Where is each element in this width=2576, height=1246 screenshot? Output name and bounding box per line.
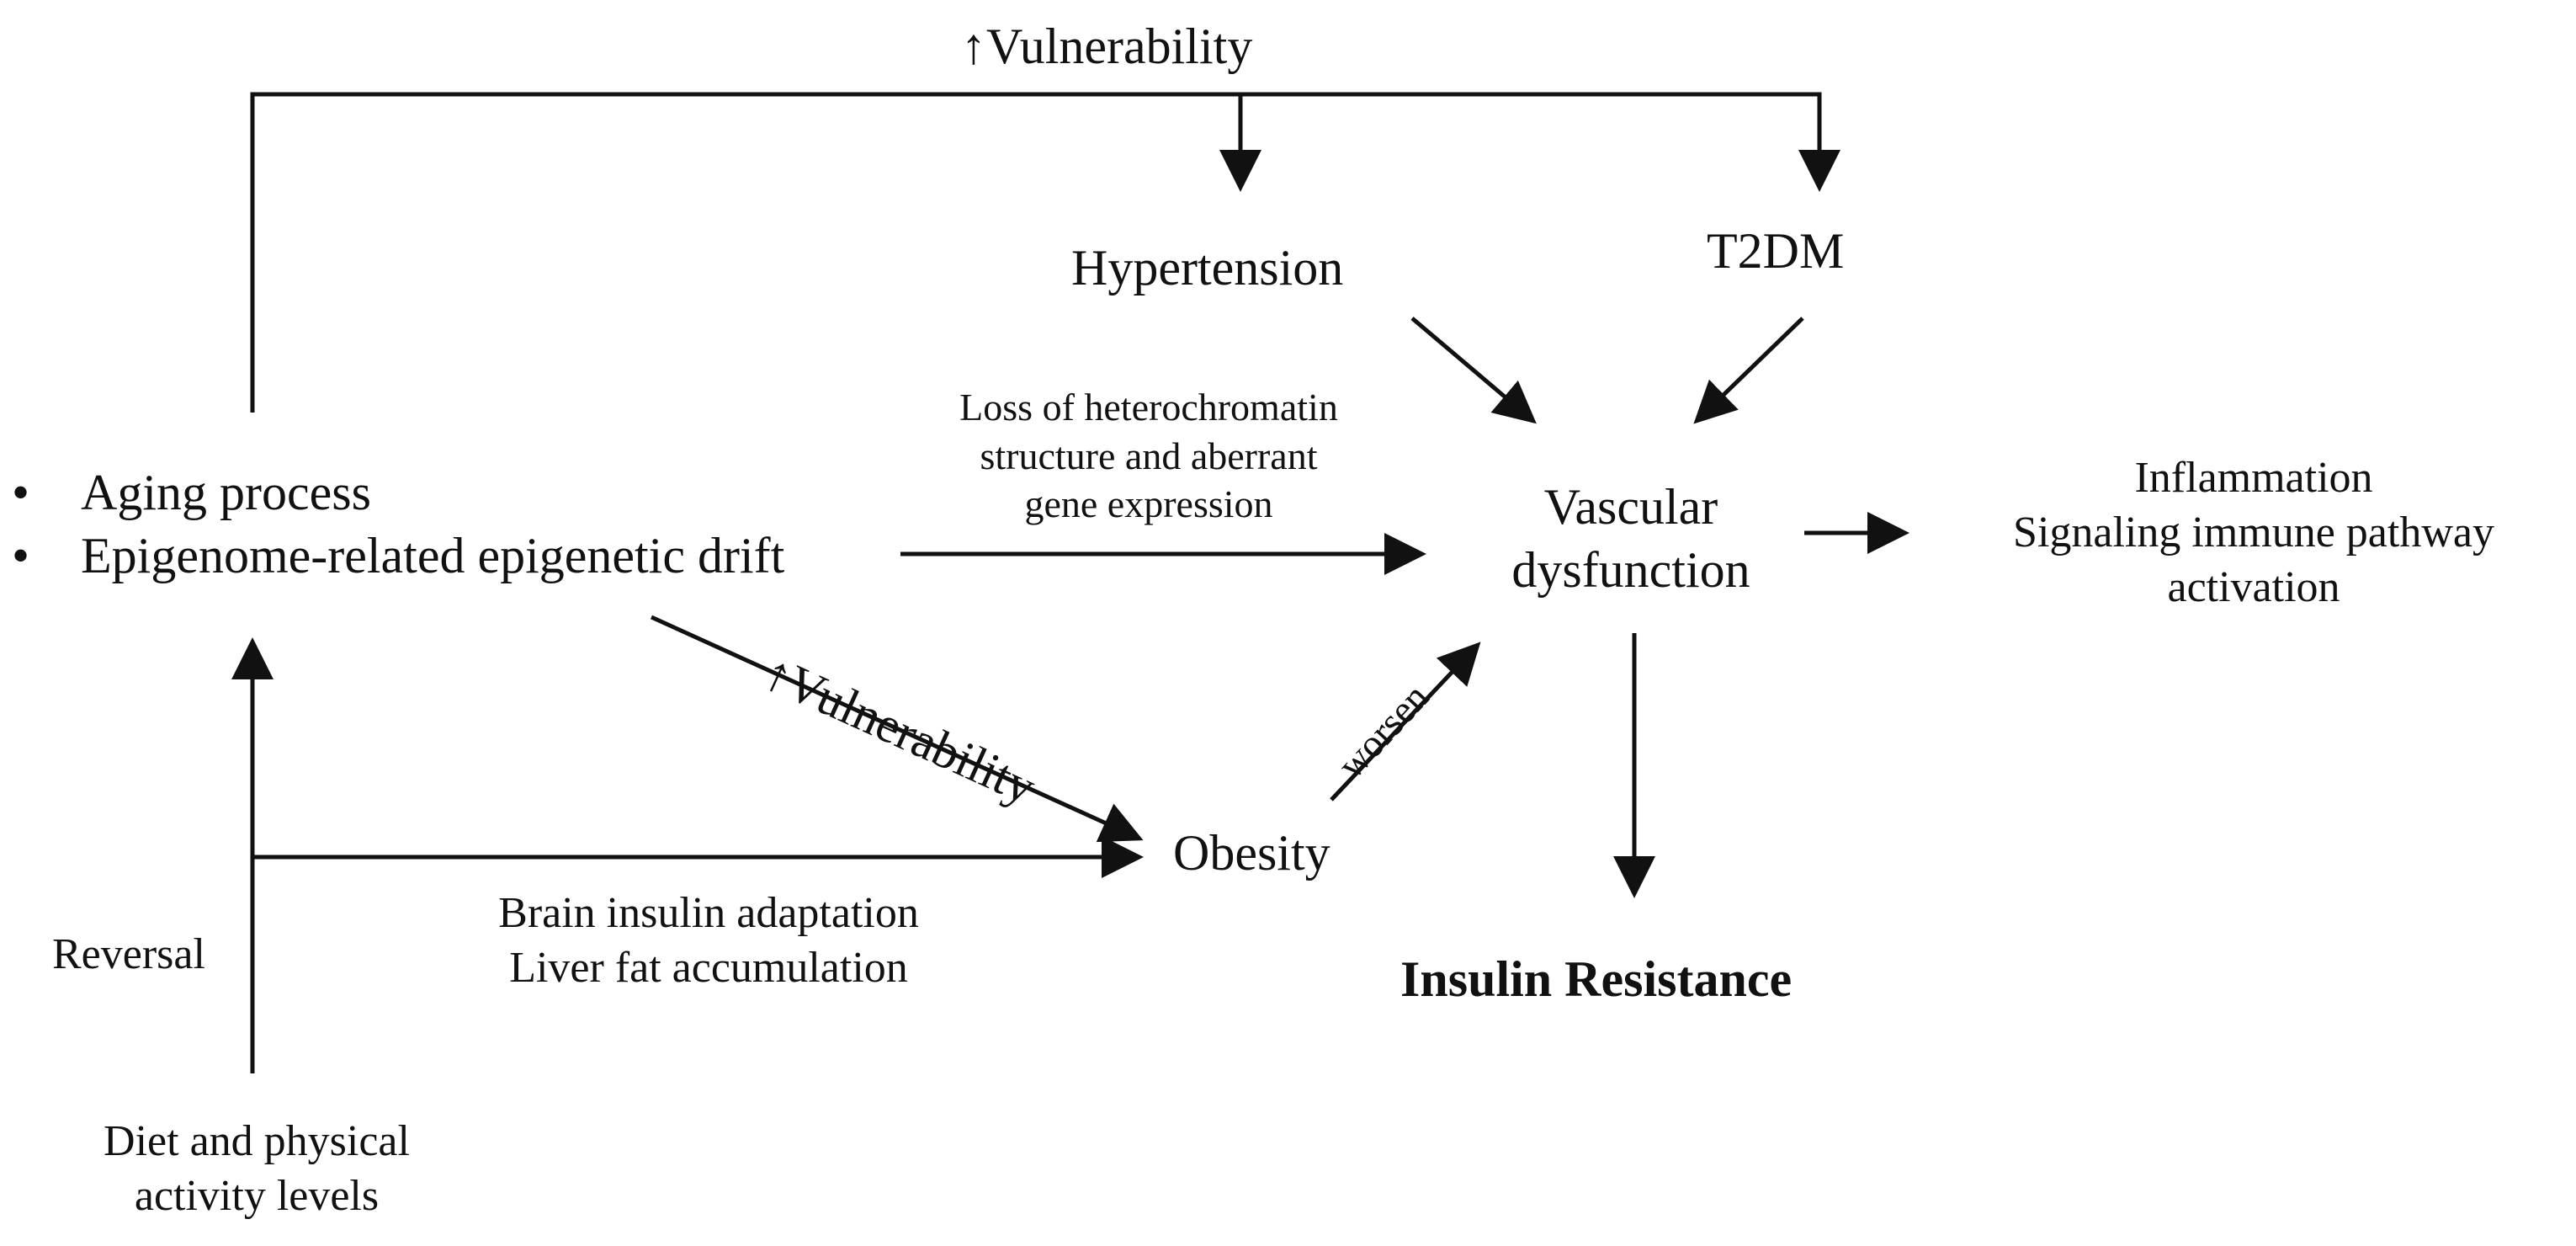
bullet-item: •Aging process <box>12 465 371 520</box>
arrow-aging-obesity <box>650 615 1144 843</box>
top-vulnerability-label: ↑Vulnerability <box>961 19 1253 74</box>
node-vascular-dysfunction: Vascular dysfunction <box>1511 479 1750 598</box>
node-obesity: Obesity <box>1173 825 1330 881</box>
bullet-item: •Epigenome-related epigenetic drift <box>12 528 785 583</box>
top-bracket-line <box>250 92 1840 413</box>
up-arrow-icon: ↑ <box>961 19 986 74</box>
label-heterochromatin: Loss of heterochromatin structure and ab… <box>959 386 1338 525</box>
arrow-t2dm-vascular <box>1693 317 1804 424</box>
node-aging-bullets: •Aging process •Epigenome-related epigen… <box>12 461 784 588</box>
label-brain-liver: Brain insulin adaptation Liver fat accum… <box>498 889 919 992</box>
node-t2dm: T2DM <box>1707 223 1845 279</box>
node-inflammation: Inflammation Signaling immune pathway ac… <box>2013 454 2494 611</box>
node-hypertension: Hypertension <box>1071 240 1344 296</box>
node-insulin-resistance: Insulin Resistance <box>1400 951 1793 1007</box>
node-diet-activity: Diet and physical activity levels <box>104 1117 410 1220</box>
arrow-obesity-vascular <box>1330 642 1481 801</box>
arrow-hypertension-vascular <box>1410 317 1537 424</box>
label-reversal: Reversal <box>52 930 205 978</box>
